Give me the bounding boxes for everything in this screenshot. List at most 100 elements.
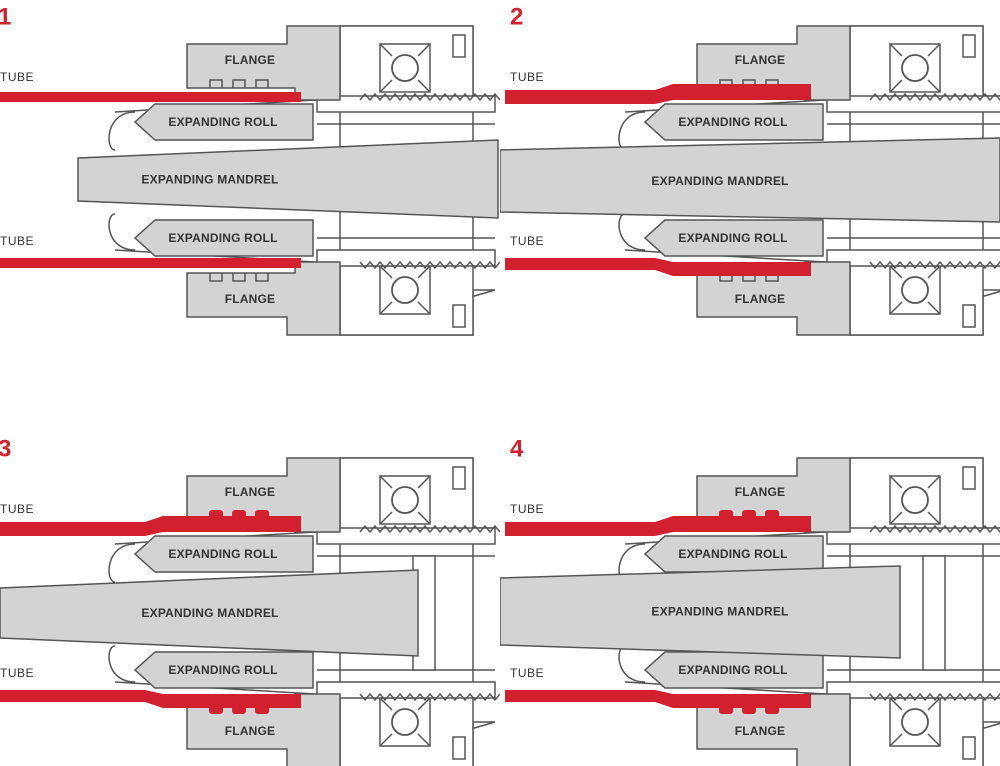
flange-bottom-label: FLANGE	[735, 292, 786, 306]
cage-sleeve-bottom	[826, 249, 1000, 267]
retaining-clip-top	[962, 466, 976, 490]
tube-top-label: TUBE	[510, 70, 544, 84]
thread-bottom	[869, 260, 1000, 270]
panel-1: TUBE TUBE FLANGE FLANGE EXPANDING ROLL EXPAND…	[0, 25, 500, 336]
retaining-clip-top	[452, 466, 466, 490]
retaining-clip-bottom	[452, 304, 466, 328]
tube-bottom	[0, 690, 301, 708]
tube-bottom-bead	[765, 706, 779, 714]
bearing-ball-top	[391, 54, 419, 82]
step-number-2: 2	[510, 3, 523, 30]
expanding-roll-top-label: EXPANDING ROLL	[678, 115, 787, 129]
tube-bottom-bead	[232, 706, 246, 714]
bearing-ball-bottom	[391, 708, 419, 736]
tube-top-label: TUBE	[510, 502, 544, 516]
expanding-roll-bottom	[133, 651, 314, 689]
expanding-mandrel	[500, 565, 901, 659]
flange-bottom-label: FLANGE	[225, 724, 276, 738]
flange-bottom-label: FLANGE	[225, 292, 276, 306]
expanding-mandrel-label: EXPANDING MANDREL	[141, 173, 278, 187]
thread-top	[359, 92, 500, 102]
expanding-mandrel-label: EXPANDING MANDREL	[651, 174, 788, 188]
thread-bottom	[869, 692, 1000, 702]
cage-sleeve-top	[826, 95, 1000, 113]
expanding-mandrel	[77, 139, 499, 219]
tube-top	[0, 516, 301, 536]
cage-sleeve-bottom	[826, 681, 1000, 699]
flange-bottom-label: FLANGE	[735, 724, 786, 738]
panel-3: TUBE TUBE FLANGE FLANGE EXPANDING ROLL EXPAND…	[0, 457, 500, 766]
tube-bottom	[0, 258, 301, 268]
panel-2-parts: TUBE TUBE FLANGE FLANGE EXPANDING ROLL EXPAND…	[505, 25, 1000, 336]
flange-top-label: FLANGE	[225, 485, 276, 499]
tube-top	[0, 92, 301, 102]
tube-bottom-label: TUBE	[510, 234, 544, 248]
thread-top	[869, 92, 1000, 102]
tube-top-bead	[209, 510, 223, 518]
tube-bottom-bead	[719, 706, 733, 714]
flange-top-label: FLANGE	[225, 53, 276, 67]
thread-top	[359, 524, 500, 534]
flange-bottom-grooves	[719, 273, 779, 282]
expanding-roll-top-label: EXPANDING ROLL	[168, 115, 277, 129]
bearing-ball-bottom	[901, 708, 929, 736]
expanding-roll-top	[643, 103, 824, 141]
tube-top-bead	[742, 510, 756, 518]
expanding-mandrel	[500, 137, 1000, 223]
expanding-roll-bottom-label: EXPANDING ROLL	[678, 231, 787, 245]
expanding-roll-bottom-label: EXPANDING ROLL	[168, 231, 277, 245]
step-number-1: 1	[0, 3, 11, 30]
tube-top-bead	[255, 510, 269, 518]
bearing-ball-top	[901, 54, 929, 82]
flange-top-grooves	[209, 79, 269, 88]
tube-bottom-label: TUBE	[0, 666, 34, 680]
expanding-roll-bottom-label: EXPANDING ROLL	[168, 663, 277, 677]
retaining-clip-bottom	[962, 304, 976, 328]
cage-sleeve-top	[826, 527, 1000, 545]
tube-bottom	[505, 690, 811, 708]
tube-top-bead	[765, 510, 779, 518]
panel-2: TUBE TUBE FLANGE FLANGE EXPANDING ROLL EXPAND…	[500, 25, 1000, 336]
push-rod	[922, 555, 946, 671]
expanding-mandrel	[0, 569, 419, 657]
tube-top-label: TUBE	[0, 502, 34, 516]
step-number-3: 3	[0, 435, 11, 462]
expanding-mandrel-label: EXPANDING MANDREL	[141, 606, 278, 620]
flange-top-label: FLANGE	[735, 53, 786, 67]
thread-bottom	[359, 260, 500, 270]
expanding-roll-bottom	[133, 219, 314, 257]
panel-4: TUBE TUBE FLANGE FLANGE EXPANDING ROLL EXPAND…	[500, 457, 1000, 766]
flange-top	[186, 25, 341, 101]
bearing-ball-top	[391, 486, 419, 514]
tube-top	[505, 516, 811, 536]
retaining-clip-top	[452, 34, 466, 58]
flange-top-label: FLANGE	[735, 485, 786, 499]
bearing-ball-top	[901, 486, 929, 514]
flange-bottom	[186, 261, 341, 336]
retaining-clip-top	[962, 34, 976, 58]
tube-bottom-label: TUBE	[0, 234, 34, 248]
step-number-4: 4	[510, 435, 524, 462]
tube-top-label: TUBE	[0, 70, 34, 84]
flange-bottom-grooves	[209, 273, 269, 282]
tube-bottom	[505, 258, 811, 276]
tube-top	[505, 84, 811, 104]
expanding-roll-top-label: EXPANDING ROLL	[168, 547, 277, 561]
tube-bottom-label: TUBE	[510, 666, 544, 680]
tube-bottom-bead	[255, 706, 269, 714]
expanding-mandrel-label: EXPANDING MANDREL	[651, 605, 788, 619]
bearing-ball-bottom	[901, 276, 929, 304]
expanding-roll-top-label: EXPANDING ROLL	[678, 547, 787, 561]
expanding-roll-bottom-label: EXPANDING ROLL	[678, 663, 787, 677]
thread-top	[869, 524, 1000, 534]
retaining-clip-bottom	[962, 736, 976, 760]
expanding-roll-top	[133, 103, 314, 141]
expanding-roll-bottom	[643, 219, 824, 257]
tube-bottom-bead	[742, 706, 756, 714]
tube-bottom-bead	[209, 706, 223, 714]
tube-top-bead	[232, 510, 246, 518]
expanding-roll-top	[133, 535, 314, 573]
retaining-clip-bottom	[452, 736, 466, 760]
tube-top-bead	[719, 510, 733, 518]
